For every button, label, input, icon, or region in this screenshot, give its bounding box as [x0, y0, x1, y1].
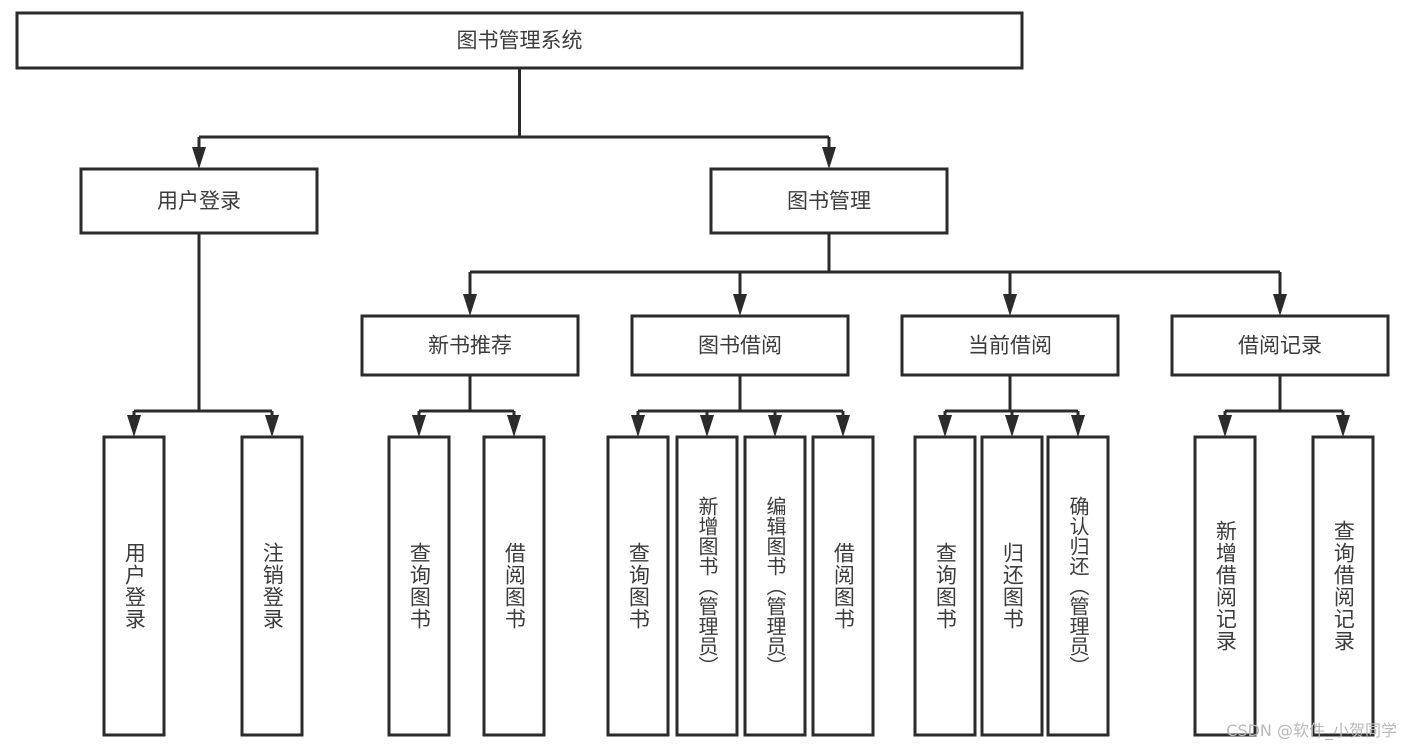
node-level3-label-1: 图书借阅 [698, 334, 782, 358]
node-leaf-4[interactable] [606, 435, 670, 737]
node-leaf-0[interactable] [102, 435, 166, 737]
node-leaf-6[interactable] [743, 435, 807, 737]
node-level3-label-3: 借阅记录 [1238, 334, 1322, 358]
node-root[interactable] [15, 11, 1024, 70]
arrow-head-icon [1218, 415, 1232, 437]
node-leaf-9[interactable] [980, 435, 1044, 737]
arrow-head-icon [768, 415, 782, 437]
node-level3-2[interactable] [900, 314, 1120, 377]
arrow-head-icon [127, 415, 141, 437]
node-leaf-7[interactable] [811, 435, 875, 737]
node-level3-3[interactable] [1170, 314, 1390, 377]
arrow-head-icon [1273, 294, 1287, 316]
node-leaf-12[interactable] [1311, 435, 1375, 737]
node-leaf-5[interactable] [675, 435, 739, 737]
arrow-head-icon [631, 415, 645, 437]
node-leaf-8[interactable] [913, 435, 977, 737]
arrow-head-icon [265, 415, 279, 437]
node-level2-label-0: 用户登录 [157, 189, 241, 213]
node-leaf-1[interactable] [240, 435, 304, 737]
arrow-head-icon [733, 294, 747, 316]
node-level2-1[interactable] [709, 167, 949, 235]
node-level3-1[interactable] [630, 314, 850, 377]
arrow-head-icon [463, 294, 477, 316]
watermark-text: CSDN @软件_小贺同学 [1226, 721, 1397, 740]
arrow-head-icon [507, 415, 521, 437]
node-leaf-3[interactable] [482, 435, 546, 737]
arrow-head-icon [412, 415, 426, 437]
node-leaf-10[interactable] [1046, 435, 1110, 737]
arrow-head-icon [1071, 415, 1085, 437]
node-level3-label-0: 新书推荐 [428, 334, 512, 358]
arrow-head-icon [700, 415, 714, 437]
connector-layer [127, 68, 1350, 437]
arrow-head-icon [1336, 415, 1350, 437]
arrow-head-icon [836, 415, 850, 437]
arrow-head-icon [1005, 415, 1019, 437]
arrow-head-icon [1003, 294, 1017, 316]
arrow-head-icon [822, 147, 836, 169]
node-leaf-2[interactable] [387, 435, 451, 737]
node-root-label: 图书管理系统 [457, 29, 583, 53]
arrow-head-icon [938, 415, 952, 437]
arrow-head-icon [192, 147, 206, 169]
node-level2-label-1: 图书管理 [787, 189, 871, 213]
node-level2-0[interactable] [79, 167, 319, 235]
node-leaf-11[interactable] [1193, 435, 1257, 737]
node-level3-0[interactable] [360, 314, 580, 377]
node-level3-label-2: 当前借阅 [968, 334, 1052, 358]
